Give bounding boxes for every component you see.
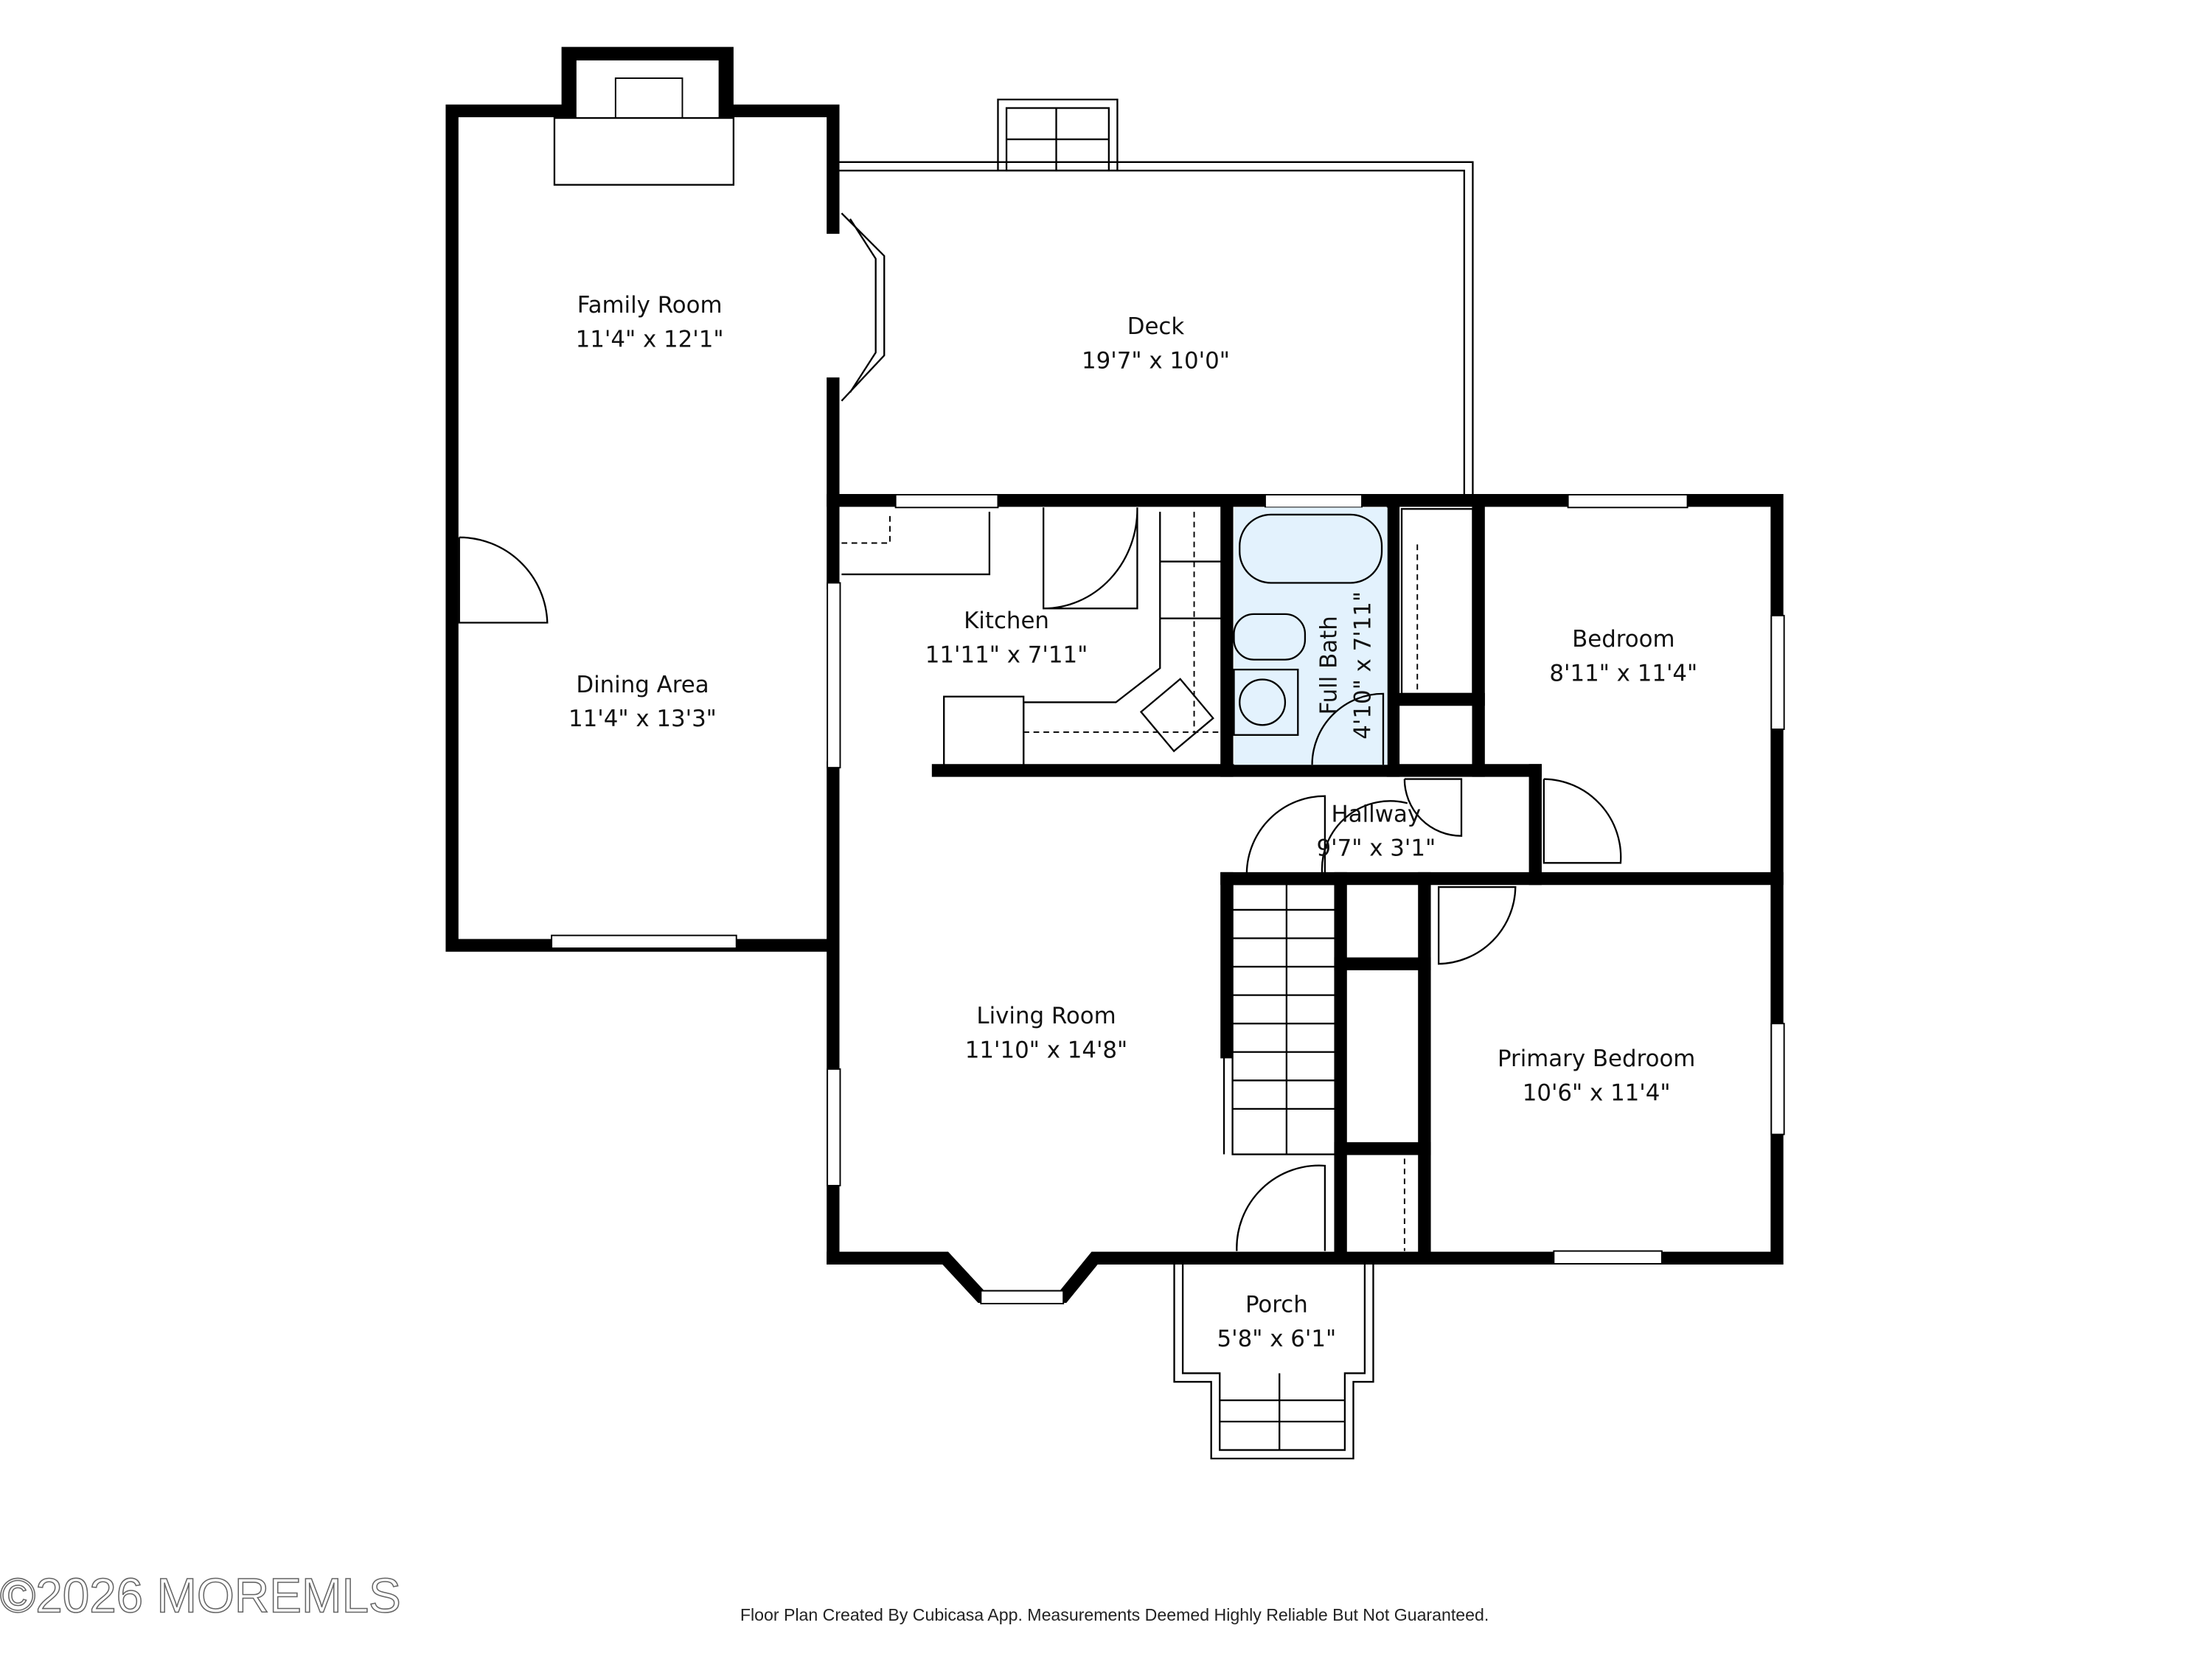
room-size: 4'10" x 7'11" — [1350, 591, 1377, 740]
watermark: ©2026 MOREMLS — [0, 1568, 401, 1622]
doors — [458, 507, 1622, 1251]
sink-icon — [1233, 668, 1299, 736]
room-name: Dining Area — [576, 672, 709, 698]
room-name: Porch — [1245, 1292, 1308, 1318]
room-size: 19'7" x 10'0" — [1082, 347, 1230, 374]
kitchen-counters — [841, 512, 1223, 769]
bathtub-icon — [1239, 513, 1383, 584]
windows — [551, 493, 1785, 1304]
bay-window — [841, 212, 886, 402]
room-name: Full Bath — [1315, 616, 1342, 714]
porch — [1173, 1264, 1374, 1460]
room-size: 8'11" x 11'4" — [1549, 661, 1697, 687]
room-name: Deck — [1127, 313, 1185, 340]
toilet-icon — [1233, 613, 1307, 661]
room-size: 11'10" x 14'8" — [965, 1037, 1127, 1063]
walls — [445, 104, 1784, 1304]
footer-disclaimer: Floor Plan Created By Cubicasa App. Meas… — [740, 1605, 1489, 1624]
bath-fill — [1234, 507, 1388, 765]
room-name: Bedroom — [1572, 626, 1674, 653]
room-size: 10'6" x 11'4" — [1523, 1079, 1671, 1106]
room-size: 9'7" x 3'1" — [1317, 835, 1436, 862]
room-name: Family Room — [577, 292, 723, 319]
room-size: 11'4" x 12'1" — [576, 326, 724, 352]
room-size: 11'11" x 7'11" — [925, 641, 1088, 668]
stove-icon — [943, 695, 1025, 769]
room-size: 11'4" x 13'3" — [568, 706, 717, 732]
room-size: 5'8" x 6'1" — [1217, 1326, 1337, 1352]
room-name: Kitchen — [964, 608, 1049, 634]
room-labels: Family Room 11'4" x 12'1" Deck 19'7" x 1… — [568, 292, 1697, 1352]
room-name: Hallway — [1332, 801, 1422, 827]
room-name: Living Room — [976, 1003, 1116, 1029]
deck — [838, 98, 1474, 498]
room-name: Primary Bedroom — [1498, 1046, 1695, 1072]
stairs — [1222, 883, 1339, 1155]
fireplace — [553, 46, 735, 186]
